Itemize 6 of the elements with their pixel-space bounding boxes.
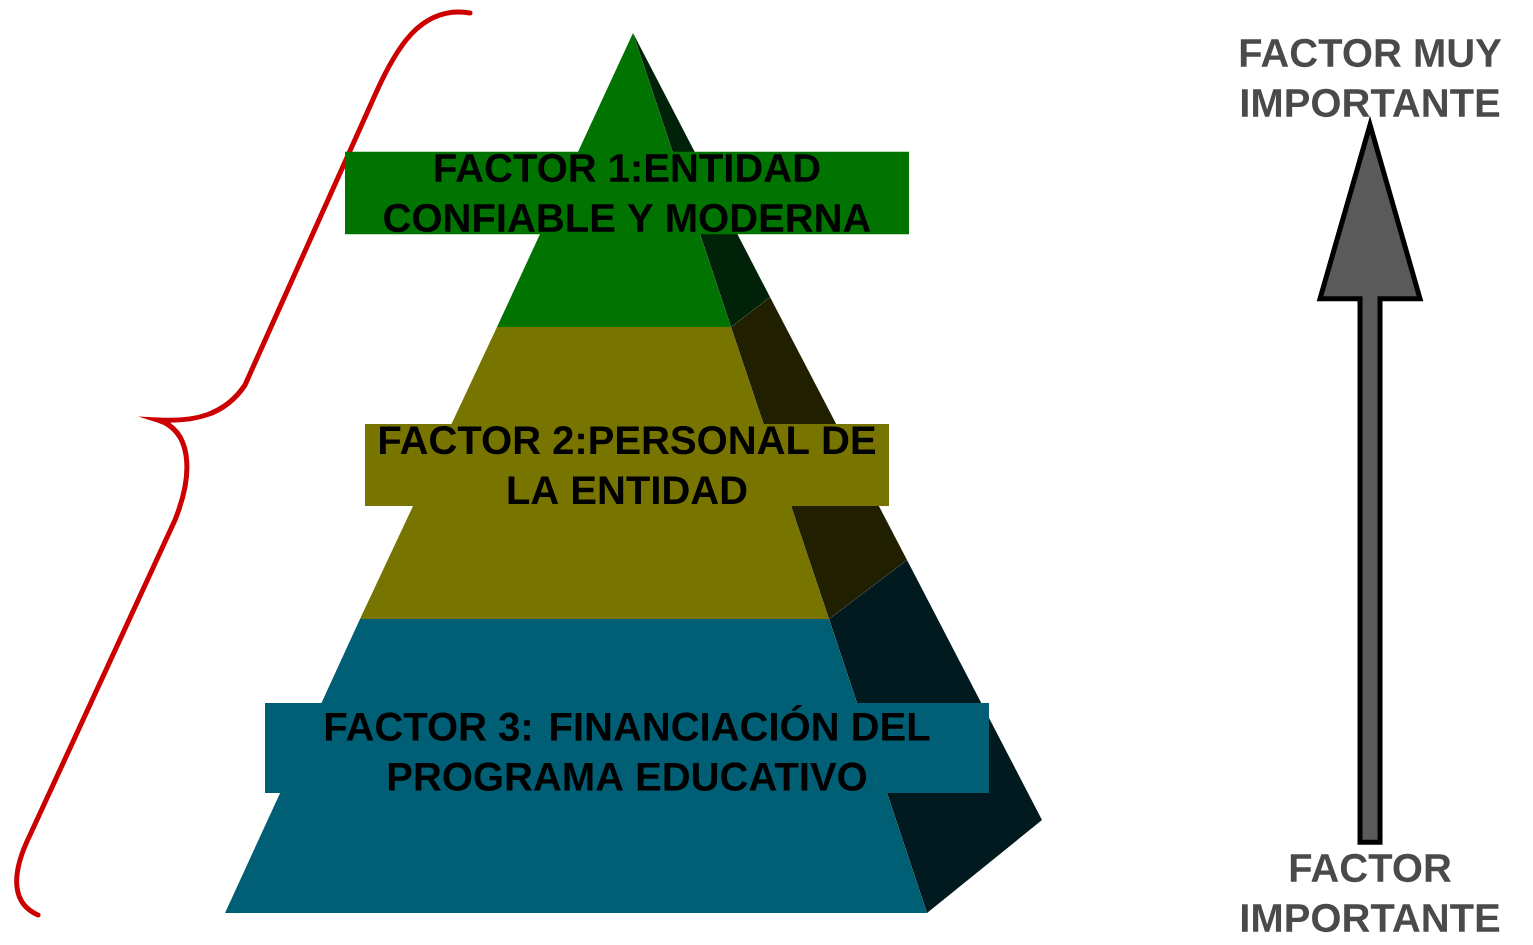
level-label: FACTOR IMPORTANTE [1241,853,1500,933]
pyramid-band: FACTOR 3: FINANCIACIÓN DEL PROGRAMA EDUCATIVO [225,560,1042,913]
level-label: FACTOR MUY IMPORTANTE [1240,38,1502,118]
pyramid-band: FACTOR 1:ENTIDAD CONFIABLE Y MODERNA [345,33,909,327]
pyramid-band: FACTOR 2:PERSONAL DE LA ENTIDAD [360,297,907,619]
arrow [1316,115,1424,845]
